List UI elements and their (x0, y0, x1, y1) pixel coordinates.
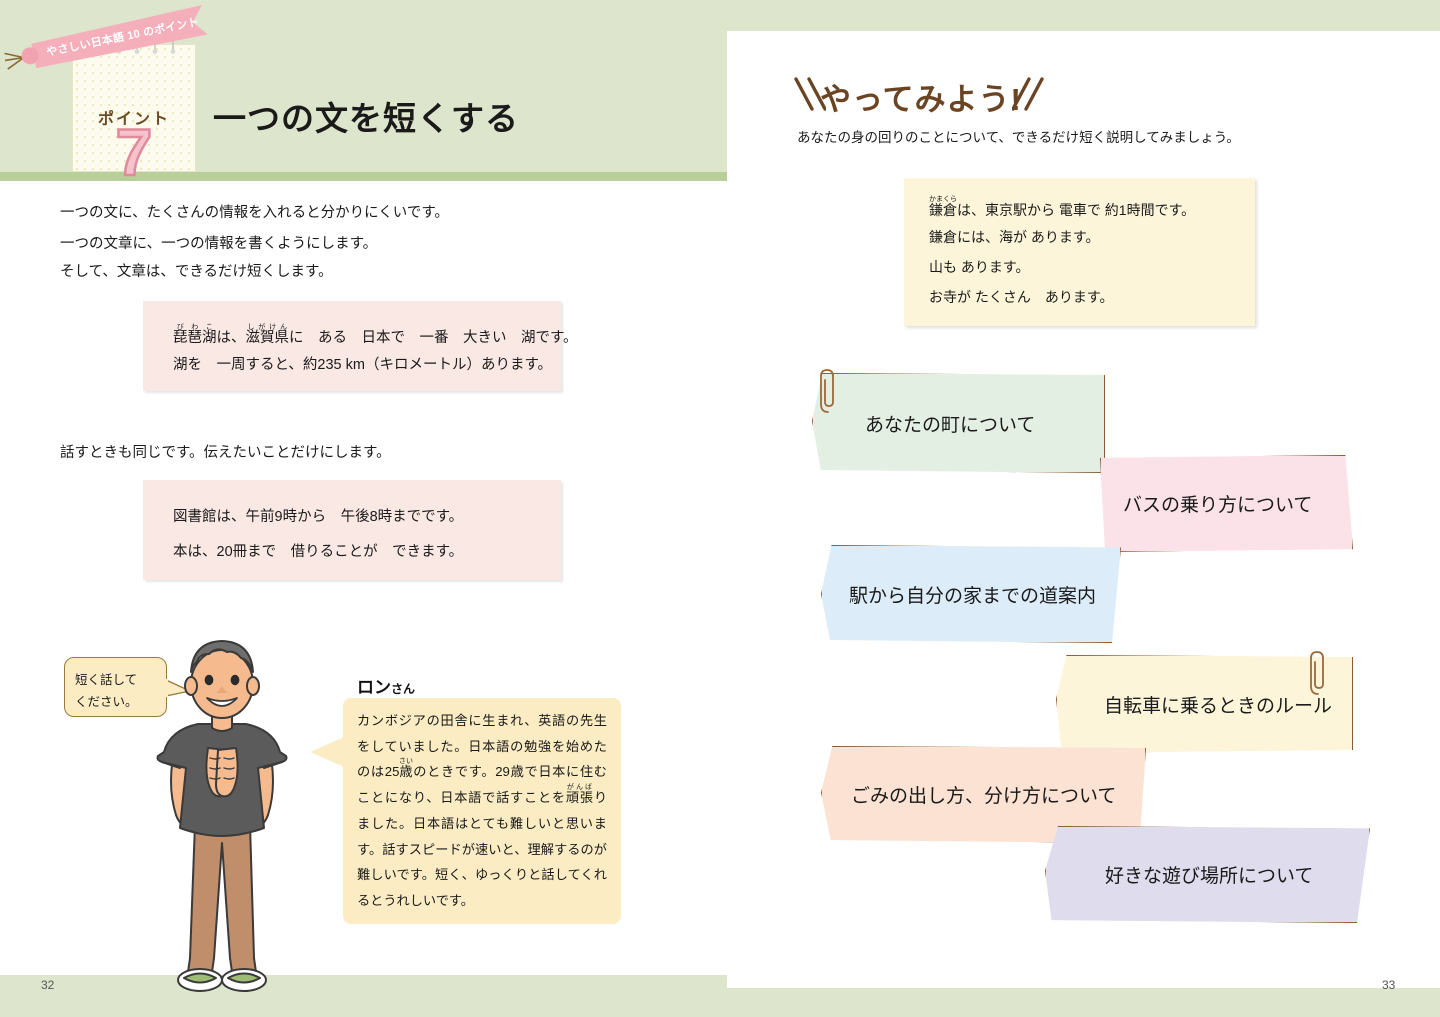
right-example-line-1: 鎌倉かまくらは、東京駅から 電車で 約1時間です。 (929, 196, 1196, 218)
right-example-line-2: 鎌倉には、海が あります。 (929, 229, 1100, 245)
example-box-2-line-1: 図書館は、午前9時から 午後8時までです。 (173, 509, 464, 525)
profile-bubble-tail-icon (310, 737, 344, 767)
topic-banner-6-label: 好きな遊び場所について (1105, 866, 1314, 887)
right-example-line-4: お寺が たくさん あります。 (929, 289, 1114, 305)
ruby-kamakura: 鎌倉かまくら (929, 196, 957, 218)
decorative-slash-left-icon (794, 77, 826, 111)
profile-honorific: さん (391, 682, 416, 696)
point-badge: ポイント 7 (72, 40, 196, 186)
example-box-2: 図書館は、午前9時から 午後8時までです。 本は、20冊まで 借りることが でき… (143, 480, 561, 580)
ruby-sai: 歳さい (399, 758, 414, 780)
speech-bubble-line-1: 短く話して (75, 673, 138, 687)
example-box-1-line-2: 湖を 一周すると、約235 km（キロメートル）あります。 (173, 357, 553, 373)
ruby-shigaken: 滋賀県しがけん (245, 324, 290, 346)
topic-banner-1[interactable]: あなたの町について (812, 373, 1105, 473)
page-number-right: 33 (1382, 978, 1396, 992)
right-page-title: やってみよう! (820, 82, 1022, 117)
ruby-ganba: 頑張がんば (565, 784, 594, 806)
left-page-bottom-green (0, 975, 727, 1017)
paperclip-icon (1310, 651, 1324, 695)
decorative-slash-right-icon (1012, 77, 1044, 111)
speech-bubble-line-2: ください。 (75, 695, 138, 709)
speech-bubble-tail-icon (166, 679, 191, 697)
lead-line-3: そして、文章は、できるだけ短くします。 (60, 264, 333, 280)
right-page-subtitle: あなたの身の回りのことについて、できるだけ短く説明してみましょう。 (797, 130, 1240, 145)
ruby-biwako: 琵琶湖びわこ (173, 324, 217, 346)
badge-ribbon: やさしい日本語 10 のポイント (4, 4, 212, 75)
topic-banner-1-label: あなたの町について (865, 414, 1036, 436)
profile-box: カンボジアの田舎に生まれ、英語の先生をしていました。日本語の勉強を始めたのは25… (343, 698, 621, 924)
example-box-2-line-2: 本は、20冊まで 借りることが できます。 (173, 544, 464, 560)
example-box-1-line-1: 琵琶湖びわこは、滋賀県しがけんに ある 日本で 一番 大きい 湖です。 (173, 324, 578, 346)
person-illustration (156, 640, 288, 992)
topic-banner-4-label: 自転車に乗るときのルール (1104, 695, 1333, 717)
lead-line-2: 一つの文章に、一つの情報を書くようにします。 (60, 236, 378, 252)
paperclip-icon (820, 369, 834, 413)
profile-name: ロンさん (357, 673, 415, 698)
topic-banner-5-label: ごみの出し方、分け方について (851, 786, 1117, 807)
profile-body-text: カンボジアの田舎に生まれ、英語の先生をしていました。日本語の勉強を始めたのは25… (357, 713, 607, 909)
background-green-top (727, 0, 1440, 31)
page-number-left: 32 (41, 978, 55, 992)
page-title: 一つの文を短くする (213, 100, 519, 137)
topic-banner-3[interactable]: 駅から自分の家までの道案内 (821, 545, 1121, 643)
badge-point-label: ポイント (97, 111, 170, 128)
speech-bubble: 短く話して ください。 (64, 657, 167, 717)
right-example-line-3: 山も あります。 (929, 259, 1030, 275)
left-page-header-stripe (0, 172, 727, 181)
lead-line-4: 話すときも同じです。伝えたいことだけにします。 (60, 445, 391, 461)
topic-banner-3-label: 駅から自分の家までの道案内 (849, 585, 1097, 607)
profile-name-text: ロン (357, 678, 391, 697)
lead-line-1: 一つの文に、たくさんの情報を入れると分かりにくいです。 (60, 205, 449, 221)
example-box-1: 琵琶湖びわこは、滋賀県しがけんに ある 日本で 一番 大きい 湖です。 湖を 一… (143, 301, 578, 391)
topic-banner-2[interactable]: バスの乗り方について (1100, 455, 1353, 552)
badge-point-number: 7 (114, 115, 153, 189)
right-example-box: 鎌倉かまくらは、東京駅から 電車で 約1時間です。 鎌倉には、海が あります。 … (904, 178, 1255, 326)
topic-banner-6[interactable]: 好きな遊び場所について (1045, 826, 1370, 923)
topic-banner-2-label: バスの乗り方について (1123, 495, 1313, 516)
